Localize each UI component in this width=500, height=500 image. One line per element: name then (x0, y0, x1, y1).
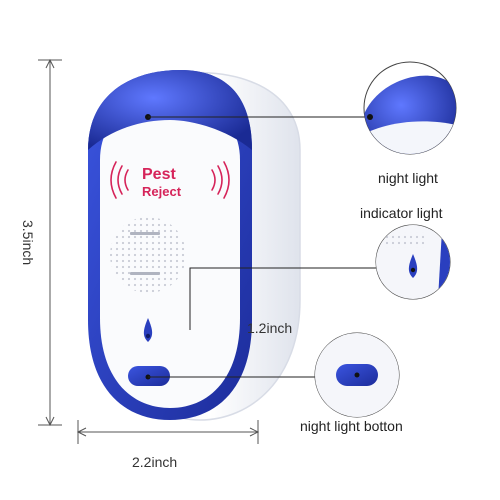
logo-text-reject: Reject (142, 184, 182, 199)
depth-dimension-label: 1.2inch (247, 320, 293, 336)
night-light-button-label: night light botton (300, 418, 403, 434)
height-dimension-label: 3.5inch (20, 220, 36, 266)
night-light-label: night light (378, 170, 438, 186)
night-light-zoom (363, 61, 457, 155)
callout-lines (148, 116, 376, 378)
logo-text-pest: Pest (142, 166, 176, 183)
height-dimension-line (38, 58, 62, 427)
indicator-light (143, 318, 153, 342)
width-dimension-line (76, 420, 260, 444)
width-dimension-label: 2.2inch (132, 454, 178, 470)
speaker-grille (110, 217, 186, 293)
indicator-light-label: indicator light (360, 205, 443, 221)
night-light-button (128, 366, 170, 386)
indicator-light-zoom (375, 224, 451, 300)
logo-sound-waves (110, 161, 230, 199)
night-light-button-zoom (314, 332, 400, 418)
